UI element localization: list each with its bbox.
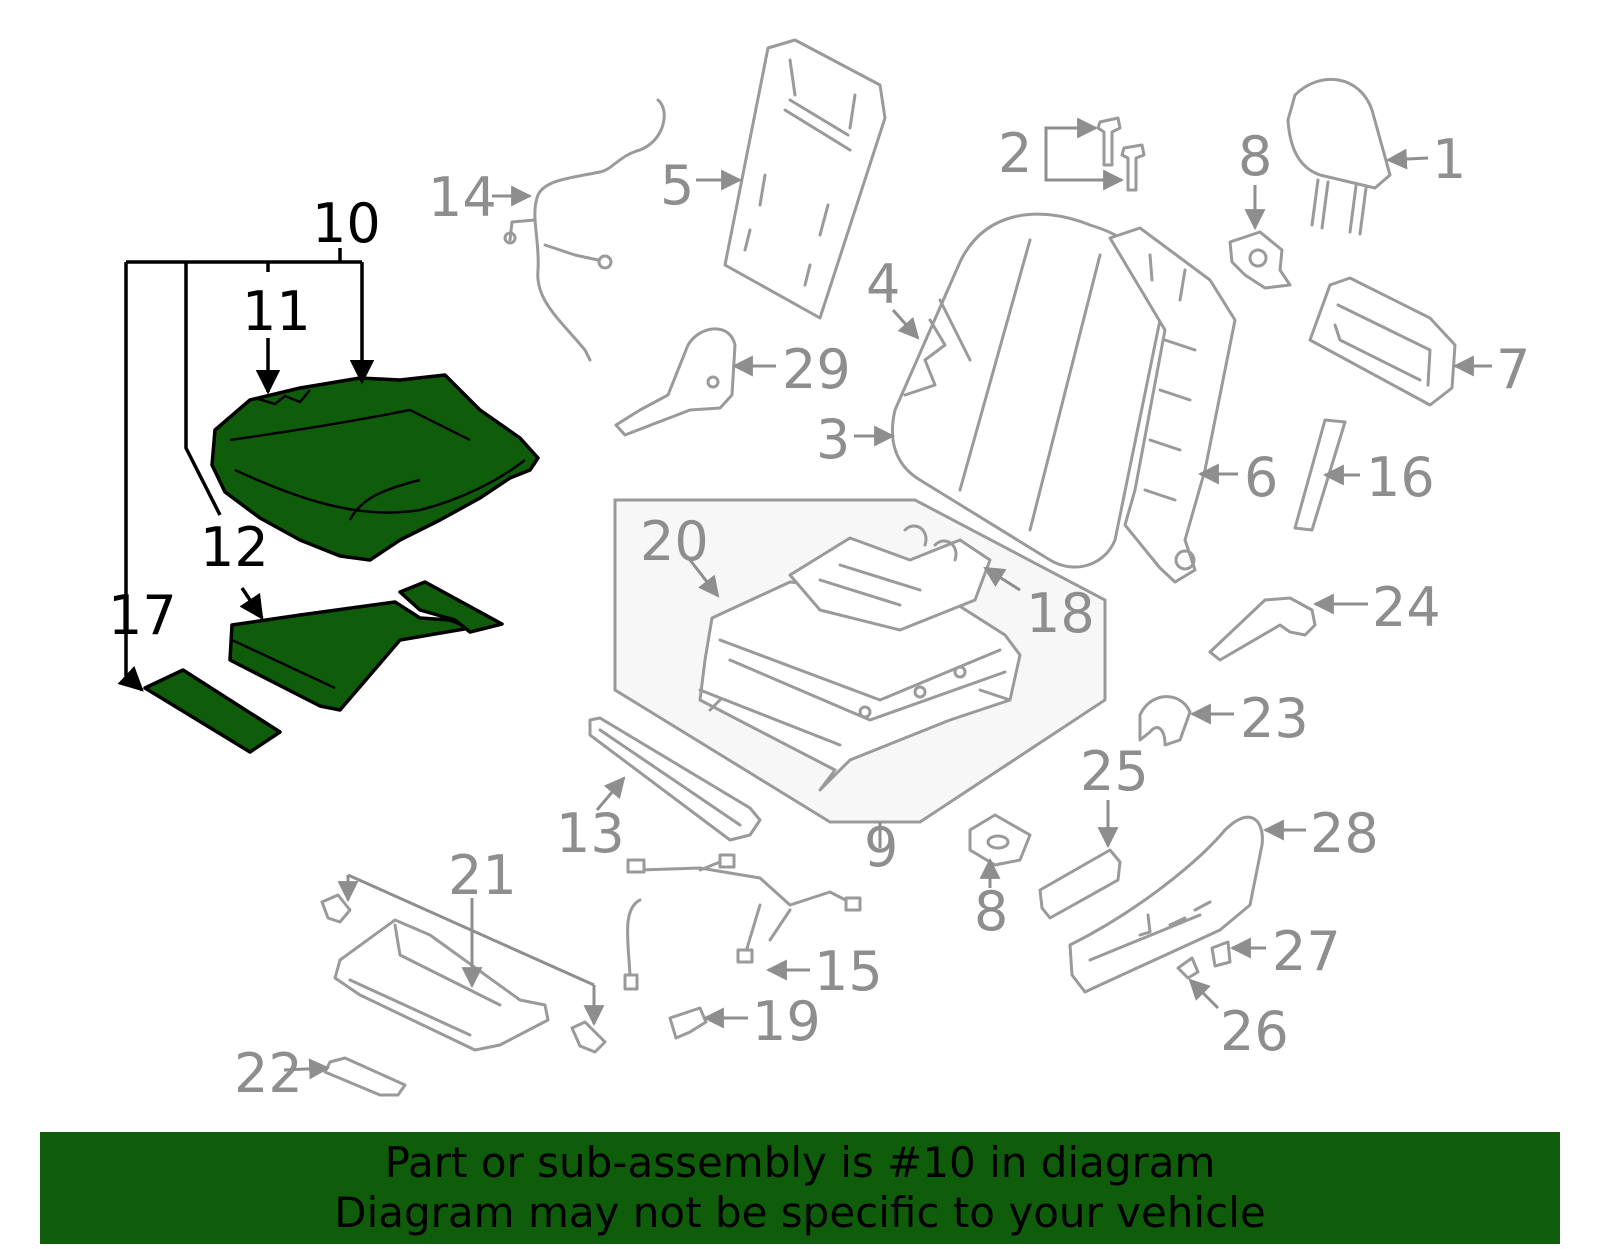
callout-26[interactable]: 26 (1220, 1000, 1289, 1063)
callout-12[interactable]: 12 (200, 516, 269, 579)
banner-line-1: Part or sub-assembly is #10 in diagram (384, 1138, 1216, 1187)
callout-7[interactable]: 7 (1496, 338, 1530, 401)
part-29-trim-cover[interactable] (614, 327, 737, 437)
part-22-clip[interactable] (323, 1056, 407, 1097)
part-11-cushion-pad[interactable] (210, 373, 540, 562)
part-24-bracket[interactable] (1208, 596, 1317, 662)
callout-19[interactable]: 19 (752, 990, 821, 1053)
part-1-headrest[interactable] (1286, 78, 1392, 236)
part-25-switch-knob[interactable] (1038, 848, 1122, 920)
callout-27[interactable]: 27 (1272, 920, 1341, 983)
callout-13[interactable]: 13 (556, 802, 625, 865)
callout-20[interactable]: 20 (640, 510, 709, 573)
callout-16[interactable]: 16 (1366, 446, 1435, 509)
callout-15[interactable]: 15 (814, 940, 883, 1003)
callout-18[interactable]: 18 (1026, 582, 1095, 645)
callout-9[interactable]: 9 (864, 816, 898, 879)
callout-28[interactable]: 28 (1310, 802, 1379, 865)
callout-2[interactable]: 2 (998, 122, 1032, 185)
callout-5[interactable]: 5 (660, 154, 694, 217)
part-26-knob[interactable] (1176, 956, 1200, 980)
callout-17[interactable]: 17 (108, 584, 177, 647)
callout-6[interactable]: 6 (1244, 446, 1278, 509)
banner-line-2: Diagram may not be specific to your vehi… (334, 1188, 1266, 1237)
part-13-side-rail-trim[interactable] (588, 716, 762, 842)
seat-parts-diagram: 1 2 3 4 5 6 7 8 8 9 10 11 12 13 14 15 16… (108, 38, 1530, 1105)
part-17-heater-pad[interactable] (143, 668, 282, 754)
part-5-back-board[interactable] (723, 38, 887, 320)
callout-1[interactable]: 1 (1432, 128, 1466, 191)
callout-lines-10 (117, 248, 375, 692)
part-4-cover-clip[interactable] (903, 318, 947, 397)
part-2-bolts[interactable] (1096, 116, 1146, 192)
part-16-trim-strip[interactable] (1293, 418, 1347, 532)
callout-29[interactable]: 29 (782, 338, 851, 401)
part-7-trim-panel[interactable] (1308, 276, 1457, 407)
part-14-wiring[interactable] (503, 98, 666, 362)
callout-14[interactable]: 14 (428, 166, 497, 229)
callout-10[interactable]: 10 (312, 192, 381, 255)
part-27-knob[interactable] (1210, 940, 1232, 968)
part-23-clip[interactable] (1138, 695, 1192, 747)
callout-22[interactable]: 22 (234, 1042, 303, 1105)
callout-labels: 1 2 3 4 5 6 7 8 8 9 10 11 12 13 14 15 16… (108, 122, 1530, 1105)
callout-11[interactable]: 11 (242, 280, 311, 343)
part-28-side-shield[interactable] (1068, 815, 1264, 994)
part-21-bracket[interactable] (333, 918, 550, 1052)
part-12-cushion-pad-bottom[interactable] (228, 580, 504, 712)
part-19-connector[interactable] (668, 1006, 708, 1040)
callout-21[interactable]: 21 (448, 844, 517, 907)
part-8-guide-top[interactable] (1228, 230, 1292, 290)
part-8-guide-bottom[interactable] (968, 813, 1032, 867)
part-6-seatback-frame[interactable] (1108, 226, 1237, 584)
callout-8-bottom[interactable]: 8 (974, 880, 1008, 943)
leader-arrows (283, 117, 1492, 1080)
part-15-harness[interactable] (623, 853, 862, 991)
info-banner: Part or sub-assembly is #10 in diagram D… (40, 1132, 1560, 1244)
part-18-spring-mat[interactable] (788, 524, 992, 632)
callout-4[interactable]: 4 (866, 253, 900, 316)
callout-23[interactable]: 23 (1240, 687, 1309, 750)
callout-25[interactable]: 25 (1080, 740, 1149, 803)
callout-8-top[interactable]: 8 (1238, 125, 1272, 188)
callout-24[interactable]: 24 (1372, 576, 1441, 639)
callout-3[interactable]: 3 (816, 408, 850, 471)
